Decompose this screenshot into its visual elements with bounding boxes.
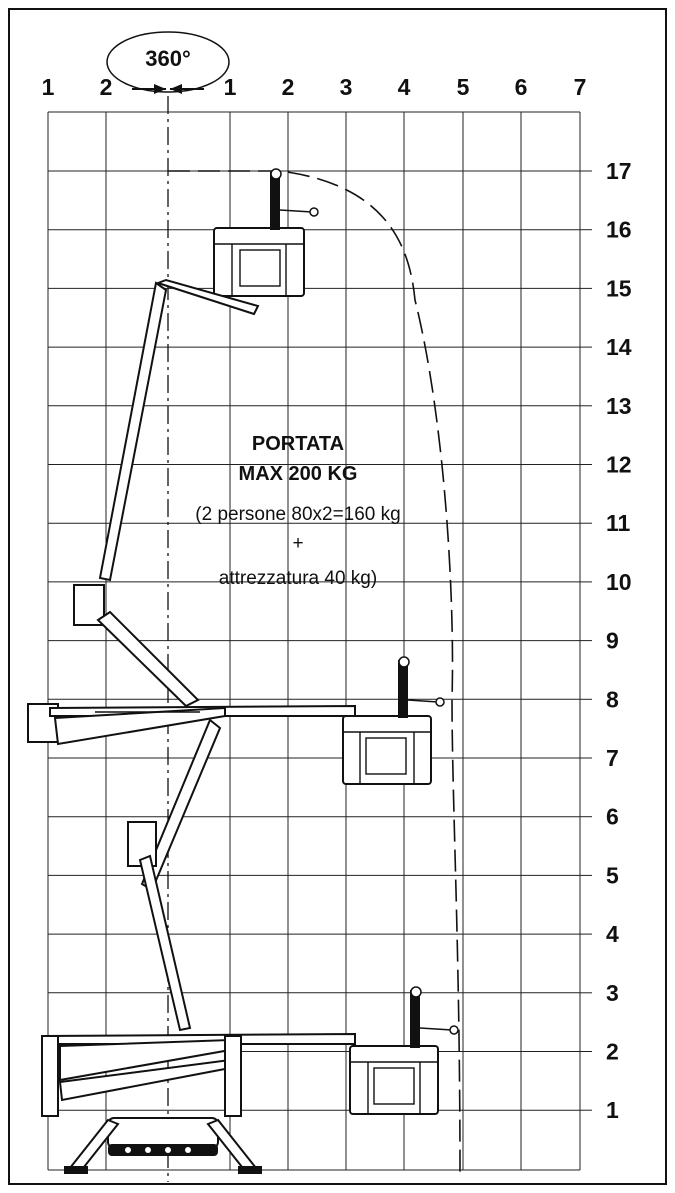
load-line-4: + [292, 533, 303, 554]
grid [47, 111, 592, 1171]
x-label-right-5: 5 [457, 74, 470, 100]
load-line-3: (2 persone 80x2=160 kg [195, 504, 400, 525]
outer-frame [8, 8, 667, 1185]
working-envelope [168, 170, 461, 1176]
y-label: 14 [606, 334, 632, 360]
y-label: 6 [606, 804, 619, 830]
load-capacity-note: PORTATA MAX 200 KG (2 persone 80x2=160 k… [195, 433, 400, 589]
x-label-right-1: 1 [224, 74, 237, 100]
rotation-label: 360° [145, 46, 191, 71]
y-axis-labels: 17 16 15 14 13 12 11 10 9 8 7 6 5 4 3 2 1 [606, 158, 632, 1123]
load-line-5: attrezzatura 40 kg) [219, 568, 377, 589]
x-label-right-7: 7 [574, 74, 587, 100]
y-label: 17 [606, 158, 632, 184]
basket-top [213, 168, 319, 297]
rotation-arrowhead-right [170, 84, 182, 94]
load-line-1: PORTATA [252, 433, 344, 455]
rotation-arrowhead-left [154, 84, 166, 94]
y-label: 15 [606, 275, 632, 301]
y-label: 9 [606, 628, 619, 654]
x-label-right-2: 2 [282, 74, 295, 100]
x-label-left-2: 2 [100, 74, 113, 100]
x-label-right-4: 4 [398, 74, 411, 100]
y-label: 10 [606, 569, 632, 595]
x-label-left-1: 1 [42, 74, 55, 100]
y-label: 5 [606, 862, 619, 888]
load-line-2: MAX 200 KG [239, 463, 358, 485]
y-label: 7 [606, 745, 619, 771]
boom-lower [127, 718, 222, 1032]
y-label: 11 [606, 510, 631, 536]
boom-bottom-horizontal [43, 1032, 356, 1102]
y-label: 3 [606, 980, 619, 1006]
basket-middle [342, 656, 445, 785]
y-label: 12 [606, 452, 632, 478]
boom-middle-horizontal [27, 703, 356, 746]
y-label: 16 [606, 217, 632, 243]
rotation-ellipse [106, 31, 230, 93]
boom-upper-max [73, 278, 260, 708]
x-axis-labels: 1 2 1 2 3 4 5 6 7 [42, 74, 587, 100]
y-label: 2 [606, 1039, 619, 1065]
y-label: 13 [606, 393, 632, 419]
x-label-right-3: 3 [340, 74, 353, 100]
rotation-indicator: 360° [106, 31, 230, 94]
y-label: 1 [606, 1097, 619, 1123]
machine-base [41, 1035, 262, 1174]
basket-bottom [349, 986, 459, 1115]
y-label: 8 [606, 686, 619, 712]
x-label-right-6: 6 [515, 74, 528, 100]
y-label: 4 [606, 921, 619, 947]
